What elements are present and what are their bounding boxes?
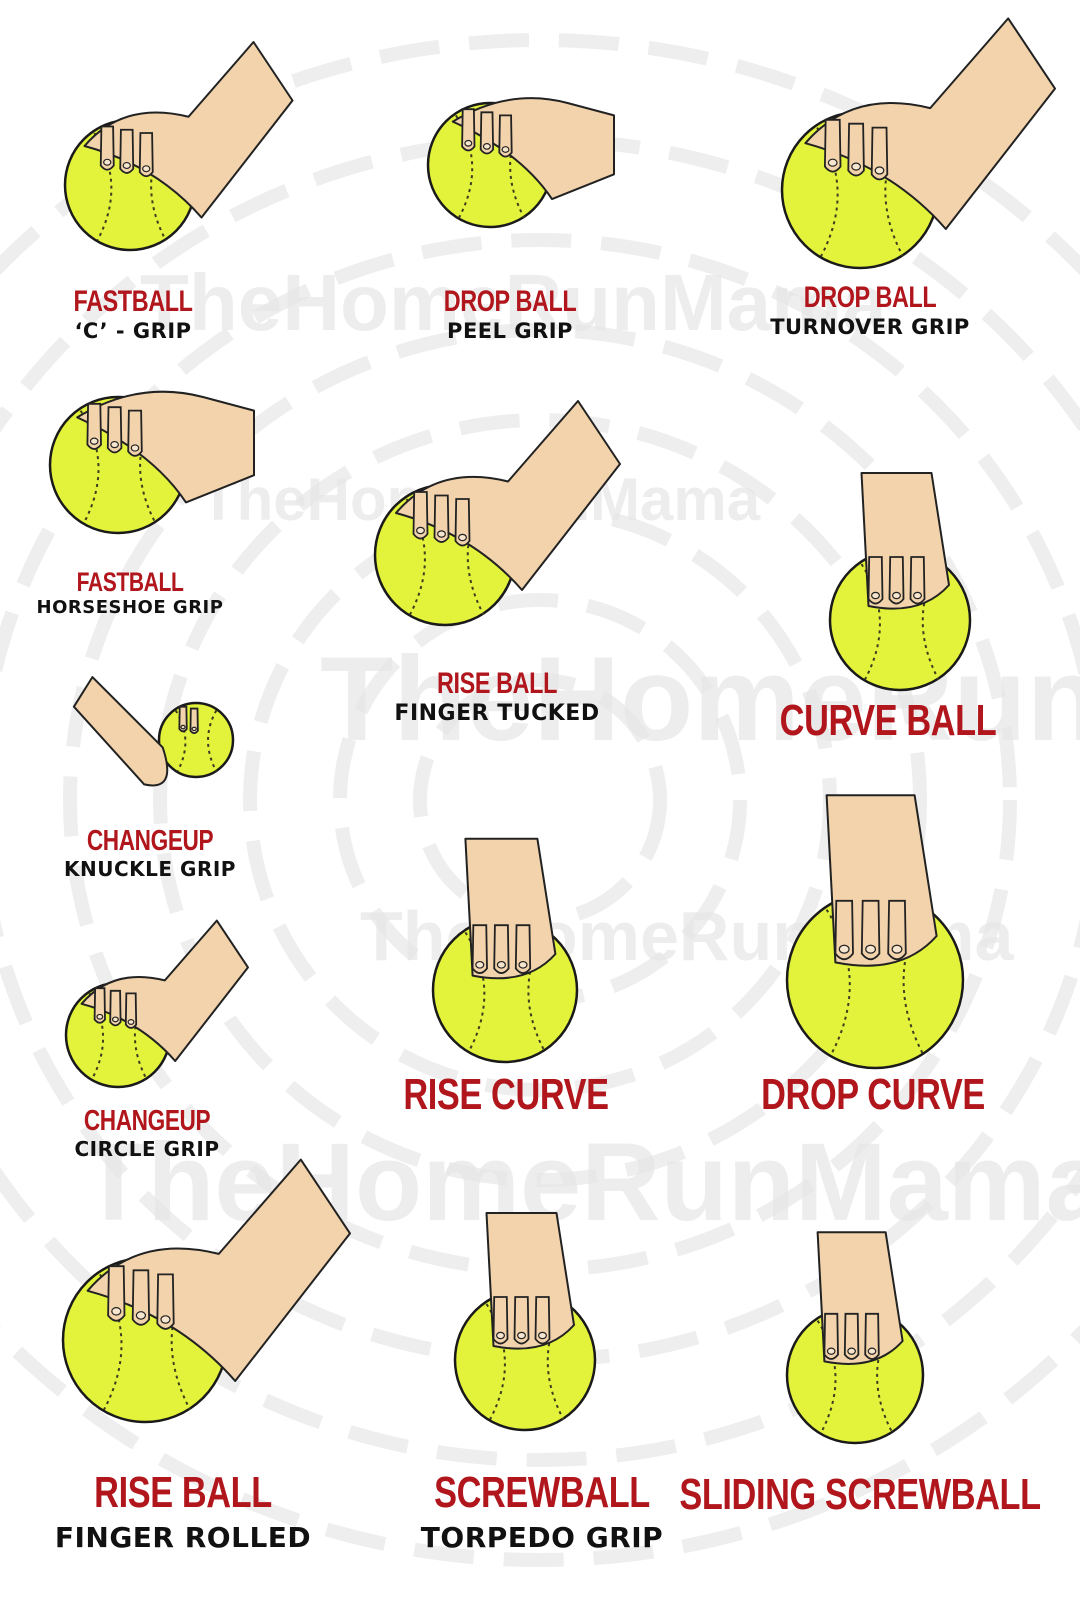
pitch-label-screwball-torpedo-grip: SCREWBALL TORPEDO GRIP [404, 1468, 681, 1557]
grip-illustration-drop-curve [785, 794, 965, 1070]
grip-name: ‘C’ - GRIP [74, 318, 192, 343]
grip-illustration-sliding-screwball [785, 1231, 925, 1445]
grip-name: FINGER ROLLED [54, 1521, 312, 1555]
svg-text:TheHomeRunMama: TheHomeRunMama [140, 258, 887, 347]
pitch-label-sliding-screwball: SLIDING SCREWBALL [628, 1470, 1080, 1519]
grip-name: KNUCKLE GRIP [64, 857, 236, 882]
pitch-label-changeup-knuckle-grip: CHANGEUP KNUCKLE GRIP [64, 826, 236, 882]
pitch-name: FASTBALL [76, 567, 184, 597]
pitch-name: FASTBALL [73, 285, 193, 318]
grip-illustration-changeup-circle-grip [64, 919, 249, 1089]
pitch-label-drop-curve: DROP CURVE [730, 1070, 1017, 1119]
grip-illustration-curve-ball [828, 472, 972, 692]
grip-illustration-fastball-c-grip [63, 41, 294, 252]
pitch-name: SLIDING SCREWBALL [679, 1470, 1041, 1519]
grip-illustration-changeup-knuckle-grip [72, 676, 235, 787]
pitch-label-fastball-horseshoe-grip: FASTBALL HORSESHOE GRIP [37, 568, 224, 620]
pitch-name: CHANGEUP [86, 825, 214, 857]
grip-illustration-fastball-horseshoe-grip [48, 390, 255, 535]
pitch-name: DROP BALL [443, 285, 577, 318]
pitch-name: RISE BALL [94, 1468, 272, 1517]
pitch-label-rise-curve: RISE CURVE [374, 1070, 637, 1119]
grip-name: CIRCLE GRIP [74, 1137, 220, 1162]
pitch-name: DROP CURVE [761, 1070, 985, 1119]
pitch-label-fastball-c-grip: FASTBALL ‘C’ - GRIP [57, 286, 210, 345]
pitch-name: SCREWBALL [434, 1468, 650, 1517]
grip-illustration-drop-ball-turnover-grip [780, 17, 1056, 270]
pitch-name: CURVE BALL [779, 696, 997, 745]
grip-illustration-screwball-torpedo-grip [453, 1212, 597, 1432]
pitch-label-changeup-circle-grip: CHANGEUP CIRCLE GRIP [66, 1106, 228, 1162]
pitch-name: DROP BALL [803, 281, 937, 314]
pitch-name: RISE CURVE [403, 1070, 609, 1119]
pitch-label-rise-ball-finger-tucked: RISE BALL FINGER TUCKED [394, 668, 599, 728]
grip-name: FINGER TUCKED [394, 700, 600, 726]
pitch-label-drop-ball-turnover-grip: DROP BALL TURNOVER GRIP [770, 282, 970, 341]
pitch-name: RISE BALL [436, 667, 557, 700]
grip-name: TURNOVER GRIP [770, 314, 970, 339]
pitch-label-curve-ball: CURVE BALL [749, 696, 1027, 745]
grip-name: PEEL GRIP [447, 318, 573, 343]
grip-illustration-drop-ball-peel-grip [426, 97, 615, 229]
pitch-label-rise-ball-finger-rolled: RISE BALL FINGER ROLLED [54, 1468, 312, 1557]
pitch-name: CHANGEUP [83, 1105, 211, 1137]
grip-name: HORSESHOE GRIP [36, 597, 224, 619]
grip-illustration-rise-ball-finger-rolled [61, 1158, 351, 1424]
grip-illustration-rise-ball-finger-tucked [373, 400, 621, 627]
grip-illustration-rise-curve [431, 837, 579, 1064]
svg-text:TheHomeRunMama: TheHomeRunMama [80, 1121, 1080, 1244]
grip-name: TORPEDO GRIP [420, 1521, 664, 1555]
pitch-label-drop-ball-peel-grip: DROP BALL PEEL GRIP [425, 286, 595, 345]
